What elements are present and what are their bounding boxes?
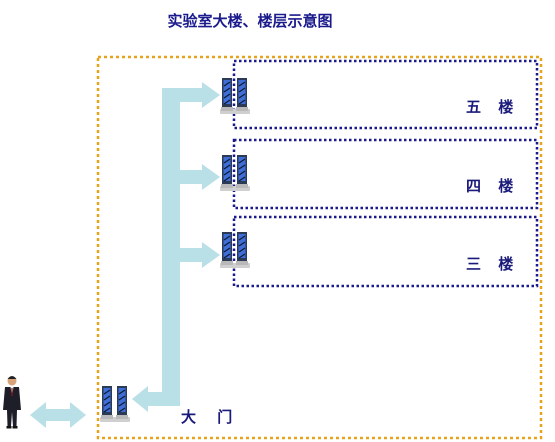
- double-arrow-icon: [30, 402, 86, 428]
- security-gate-icon: [100, 386, 130, 422]
- floor-label-4: 四 楼: [466, 177, 520, 195]
- floor-box-4: [232, 138, 539, 210]
- diagram-title: 实验室大楼、楼层示意图: [167, 12, 333, 30]
- floor-box-3: [232, 215, 539, 288]
- floor-label-3: 三 楼: [466, 255, 520, 273]
- floor-box-5: [232, 59, 539, 130]
- corridor: [132, 82, 220, 412]
- person-icon: [3, 376, 21, 429]
- building-outline: [96, 55, 543, 440]
- floor-label-5: 五 楼: [466, 98, 520, 116]
- entrance-label: 大 门: [181, 408, 241, 426]
